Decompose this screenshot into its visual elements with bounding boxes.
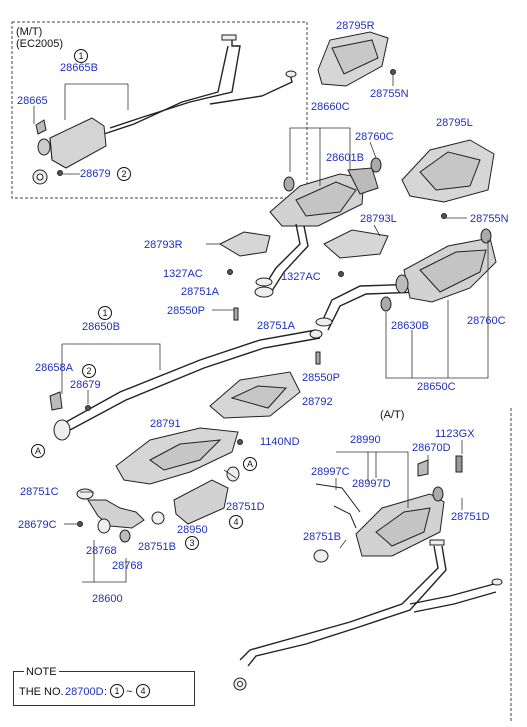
note-colon: :: [104, 686, 108, 698]
part-label-28665B[interactable]: 28665B: [60, 62, 98, 74]
connector-a-right: A: [243, 457, 257, 471]
callout-1: 1: [98, 306, 112, 320]
front-pipe-leader-lines: [61, 309, 234, 404]
part-label-28650C[interactable]: 28650C: [417, 381, 456, 393]
note-tilde: ~: [126, 686, 133, 698]
part-label-28601B[interactable]: 28601B: [326, 152, 364, 164]
callout-1: 1: [74, 49, 88, 63]
part-label-28751D[interactable]: 28751D: [226, 501, 265, 513]
part-label-28791[interactable]: 28791: [150, 418, 181, 430]
at-leader-lines: [335, 440, 463, 549]
mt-leader-lines: [33, 83, 129, 175]
part-label-28990[interactable]: 28990: [350, 434, 381, 446]
part-label-28760C[interactable]: 28760C: [355, 131, 394, 143]
center-catalytic-assembly[interactable]: [254, 157, 382, 298]
part-label-28751A[interactable]: 28751A: [257, 320, 295, 332]
part-label-28768[interactable]: 28768: [112, 560, 143, 572]
part-label-28792[interactable]: 28792: [302, 396, 333, 408]
connector-a-left: A: [31, 444, 45, 458]
heat-protector-28792[interactable]: [209, 371, 301, 419]
part-label-28658A[interactable]: 28658A: [35, 362, 73, 374]
note-callout-to: 4: [136, 684, 150, 698]
part-label-28795L[interactable]: 28795L: [436, 117, 473, 129]
heat-protector-28791[interactable]: [115, 427, 243, 485]
part-label-1327AC[interactable]: 1327AC: [281, 271, 321, 283]
heat-protector-28793R[interactable]: [218, 231, 271, 275]
part-label-28950[interactable]: 28950: [177, 524, 208, 536]
part-label-28997D[interactable]: 28997D: [352, 478, 391, 490]
mt-title: (M/T): [16, 26, 43, 38]
part-label-28600[interactable]: 28600: [92, 593, 123, 605]
part-label-28679C[interactable]: 28679C: [18, 519, 57, 531]
front-cat-leader-lines: [64, 469, 237, 583]
part-label-28550P[interactable]: 28550P: [167, 305, 205, 317]
front-catalytic-converter-28600[interactable]: [76, 466, 240, 543]
rear-muffler-assembly[interactable]: [315, 228, 497, 331]
mt-muffler-assembly[interactable]: [32, 34, 297, 185]
part-label-1140ND[interactable]: 1140ND: [260, 436, 300, 448]
part-label-28755N[interactable]: 28755N: [370, 88, 409, 100]
front-pipe-28650B[interactable]: [49, 307, 323, 441]
part-label-28660C[interactable]: 28660C: [311, 101, 350, 113]
part-label-28670D[interactable]: 28670D: [412, 442, 451, 454]
part-label-28795R[interactable]: 28795R: [336, 20, 375, 32]
note-text: THE NO.: [19, 686, 64, 698]
part-label-28679[interactable]: 28679: [80, 168, 111, 180]
note-title: NOTE: [24, 666, 59, 678]
part-label-28755N[interactable]: 28755N: [470, 213, 509, 225]
callout-2: 2: [117, 167, 131, 181]
part-label-28650B[interactable]: 28650B: [82, 321, 120, 333]
part-label-28751A[interactable]: 28751A: [181, 286, 219, 298]
part-label-28751C[interactable]: 28751C: [20, 486, 59, 498]
mt-subtitle: (EC2005): [16, 38, 64, 50]
center-leader-lines: [289, 127, 377, 186]
part-label-28751B[interactable]: 28751B: [303, 531, 341, 543]
part-label-28793L[interactable]: 28793L: [360, 213, 397, 225]
part-label-28751D[interactable]: 28751D: [451, 511, 490, 523]
heat-protector-28795R[interactable]: [317, 31, 396, 87]
heat-protector-28795L[interactable]: [401, 139, 495, 219]
callout-3: 3: [185, 536, 199, 550]
heat-protector-28793L[interactable]: [323, 229, 389, 277]
rear-muffler-leader-lines: [385, 240, 489, 379]
at-muffler-assembly[interactable]: [233, 455, 503, 691]
part-label-28760C[interactable]: 28760C: [467, 315, 506, 327]
part-label-28550P[interactable]: 28550P: [302, 372, 340, 384]
note-box: [13, 671, 195, 706]
callout-2: 2: [82, 364, 96, 378]
part-label-28679[interactable]: 28679: [70, 379, 101, 391]
note-part-number[interactable]: 28700D: [65, 686, 104, 698]
note-callout-from: 1: [110, 684, 124, 698]
callout-4: 4: [229, 515, 243, 529]
part-label-28768[interactable]: 28768: [86, 545, 117, 557]
part-label-28665[interactable]: 28665: [17, 95, 48, 107]
part-label-28751B[interactable]: 28751B: [138, 541, 176, 553]
part-label-1123GX[interactable]: 1123GX: [435, 428, 475, 440]
at-title: (A/T): [380, 409, 405, 421]
part-label-1327AC[interactable]: 1327AC: [163, 268, 203, 280]
part-label-28793R[interactable]: 28793R: [144, 239, 183, 251]
part-label-28630B[interactable]: 28630B: [391, 320, 429, 332]
mt-variant-box: [11, 21, 308, 199]
part-label-28997C[interactable]: 28997C: [311, 466, 350, 478]
